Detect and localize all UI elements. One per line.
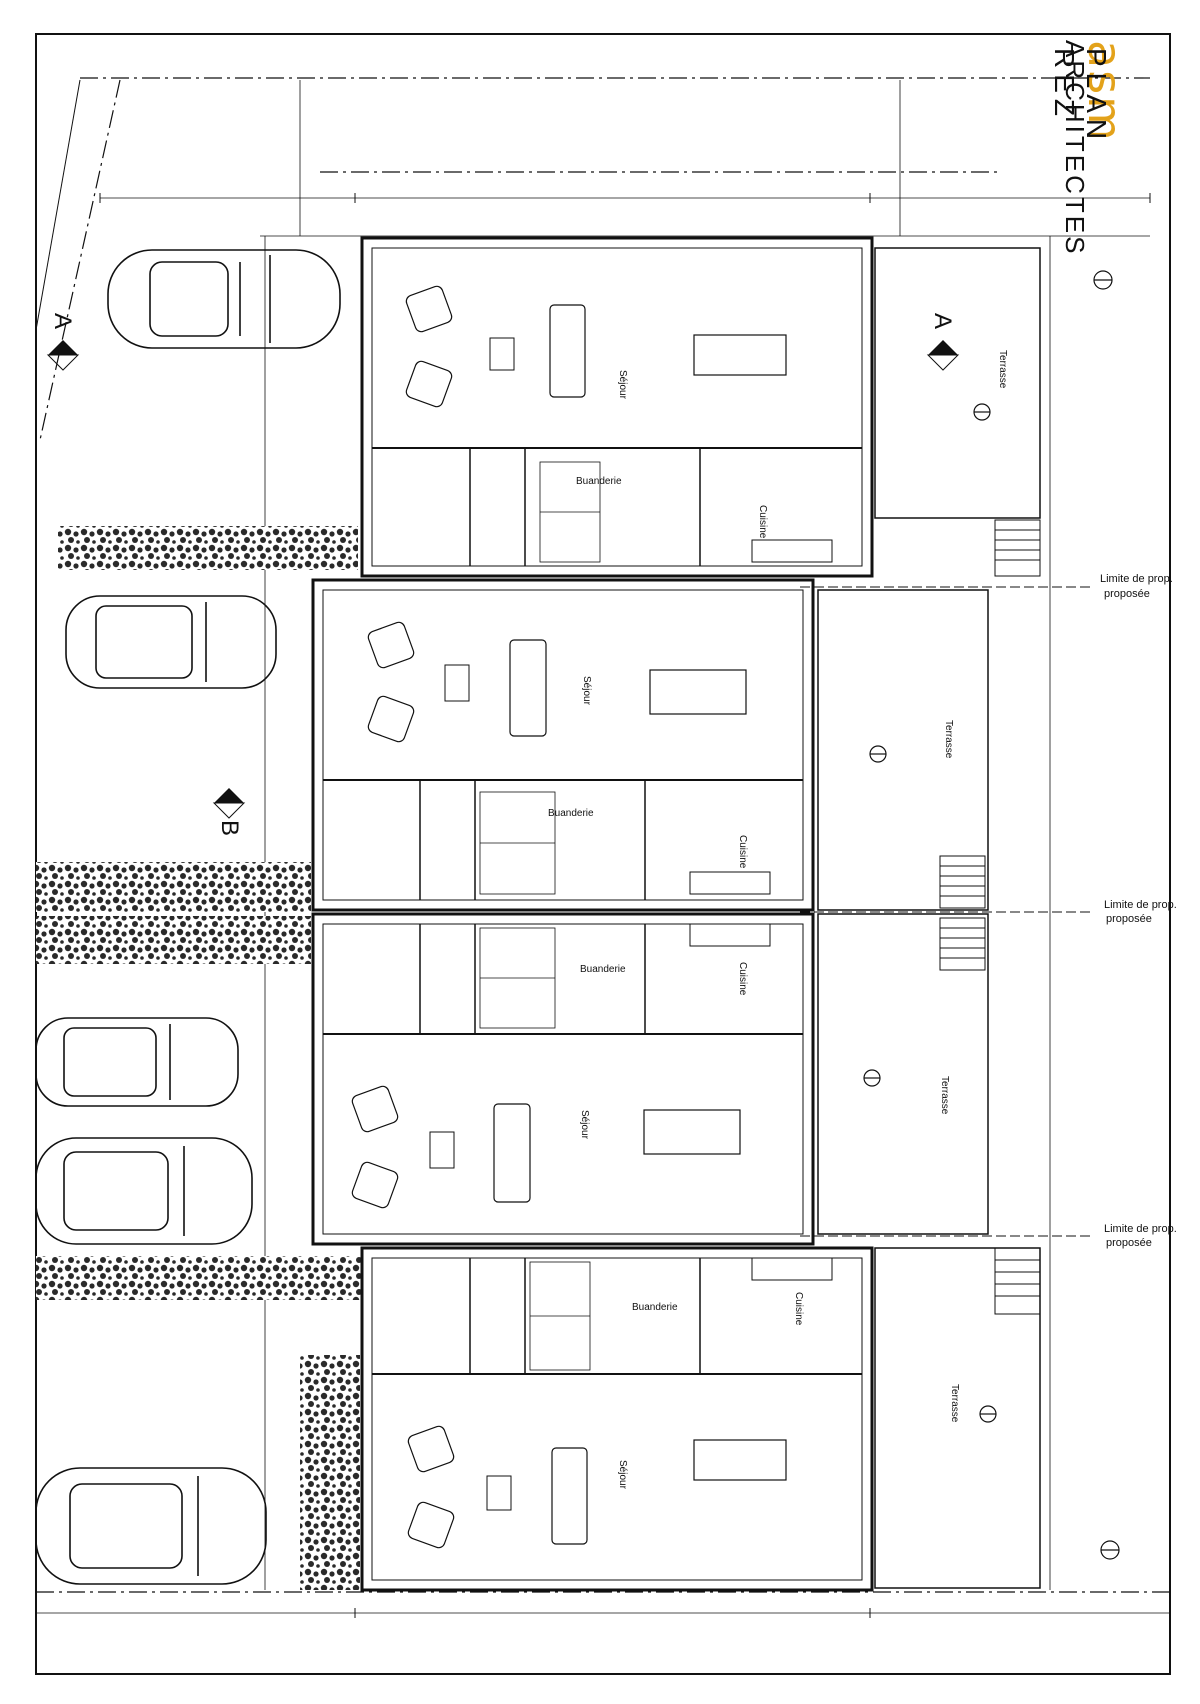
unit-1	[360, 236, 874, 578]
unit-4	[360, 1246, 874, 1592]
section-b-label: B	[216, 820, 243, 836]
property-limit-labels: Limite de prop. proposée Limite de prop.…	[1100, 573, 1177, 1249]
room-label-terrasse-1: Terrasse	[997, 350, 1008, 389]
parked-cars	[35, 249, 341, 1585]
car-4	[35, 1137, 253, 1245]
property-lines	[36, 77, 1170, 1593]
hedges	[36, 526, 361, 1590]
units	[311, 236, 874, 1592]
room-label-cuisine-1: Cuisine	[757, 505, 768, 539]
unit-3	[311, 912, 815, 1246]
hedge-strip-3	[36, 916, 311, 964]
room-label-sejour-2: Séjour	[581, 676, 592, 706]
car-3	[35, 1017, 239, 1107]
plan-title: PLAN REZ	[1049, 48, 1112, 146]
sheet-border	[35, 33, 1171, 1675]
limit-label-3b: proposée	[1106, 1237, 1152, 1249]
car-1	[107, 249, 341, 349]
room-label-buanderie-4: Buanderie	[632, 1302, 678, 1313]
room-label-terrasse-4: Terrasse	[949, 1384, 960, 1423]
room-label-buanderie-3: Buanderie	[580, 964, 626, 975]
room-labels: Buanderie Cuisine Terrasse Séjour Buande…	[548, 350, 1008, 1490]
limit-label-3a: Limite de prop.	[1104, 1223, 1177, 1235]
room-label-cuisine-4: Cuisine	[793, 1292, 804, 1326]
room-label-sejour-4: Séjour	[617, 1460, 628, 1490]
section-a-label-left: A	[49, 313, 76, 329]
room-label-sejour-3: Séjour	[579, 1110, 590, 1140]
car-5	[35, 1467, 267, 1585]
property-limit-lines	[800, 586, 1090, 1237]
limit-label-2a: Limite de prop.	[1104, 899, 1177, 911]
room-label-sejour-1: Séjour	[617, 370, 628, 400]
room-label-cuisine-2: Cuisine	[737, 835, 748, 869]
hedge-strip-5	[300, 1355, 360, 1590]
dimension-ticks	[35, 193, 1171, 1618]
room-label-terrasse-2: Terrasse	[943, 720, 954, 759]
terrace-4	[874, 1247, 1041, 1589]
section-a-marker-left: A	[46, 313, 80, 371]
limit-label-1a: Limite de prop.	[1100, 573, 1173, 585]
section-a-label-right: A	[929, 313, 956, 329]
limit-label-2b: proposée	[1106, 913, 1152, 925]
terrace-1	[874, 247, 1041, 519]
unit-2	[311, 578, 815, 912]
section-b-marker: B	[212, 788, 246, 836]
hedge-strip-2	[36, 862, 311, 912]
room-label-buanderie-2: Buanderie	[548, 808, 594, 819]
level-markers	[863, 270, 1120, 1560]
dimension-lines	[36, 80, 1170, 1614]
terrace-steps	[939, 519, 1041, 1315]
terrace-3	[817, 913, 989, 1235]
terrace-2	[817, 589, 989, 911]
limit-label-1b: proposée	[1104, 588, 1150, 600]
site-edge-line	[35, 79, 81, 331]
room-label-buanderie-1: Buanderie	[576, 476, 622, 487]
hedge-strip-1	[58, 526, 358, 570]
section-a-marker-right: A	[926, 313, 960, 371]
room-label-terrasse-3: Terrasse	[939, 1076, 950, 1115]
hedge-strip-4	[36, 1256, 361, 1300]
room-label-cuisine-3: Cuisine	[737, 962, 748, 996]
terraces	[817, 247, 1041, 1589]
car-2	[65, 595, 277, 689]
